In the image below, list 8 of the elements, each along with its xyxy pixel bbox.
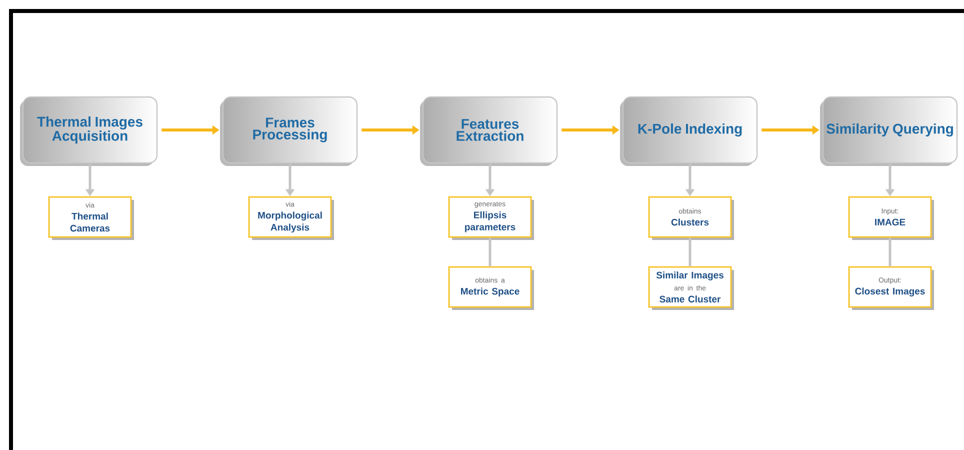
connector-line	[488, 238, 492, 266]
process-box: Frames Processing	[220, 96, 358, 166]
process-box: Features Extraction	[420, 96, 558, 166]
process-box: Thermal Images Acquisition	[20, 96, 158, 166]
process-box: Similarity Querying	[820, 96, 958, 166]
connector-line	[688, 238, 692, 266]
process-box: K-Pole Indexing	[620, 96, 758, 166]
connector-line	[888, 238, 892, 266]
